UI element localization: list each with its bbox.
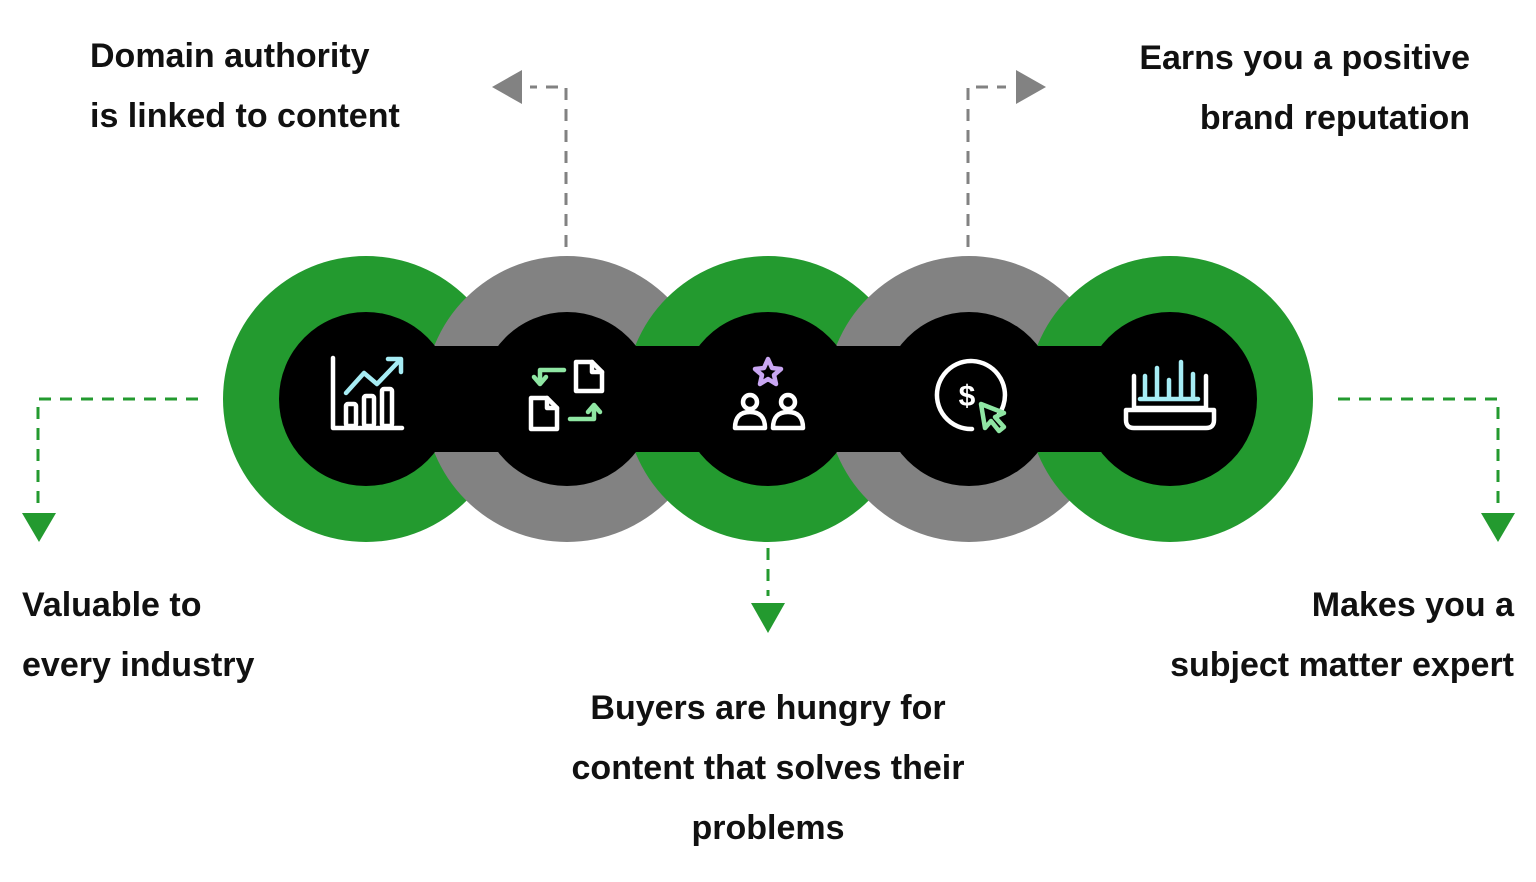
callout-line: is linked to content bbox=[90, 97, 400, 135]
callout-brand-reputation: Earns you a positive brand reputation bbox=[1139, 28, 1470, 148]
callout-line: Makes you a bbox=[1311, 586, 1514, 624]
svg-text:$: $ bbox=[959, 380, 976, 413]
dollar-cursor-icon: $ bbox=[934, 358, 1008, 434]
inner-disc-2 bbox=[480, 312, 654, 486]
callout-line: brand reputation bbox=[1199, 99, 1470, 137]
audience-star-icon bbox=[732, 356, 806, 431]
callout-buyers: Buyers are hungry for content that solve… bbox=[540, 678, 996, 858]
arrow-down-icon bbox=[1481, 513, 1515, 542]
inner-disc-3 bbox=[681, 312, 855, 486]
arrow-down-icon bbox=[751, 603, 785, 633]
callout-domain-authority: Domain authority is linked to content bbox=[90, 26, 400, 146]
connector-valuable bbox=[36, 397, 198, 505]
arrow-right-icon bbox=[1016, 70, 1046, 104]
callout-line: subject matter expert bbox=[1170, 646, 1514, 684]
callout-line: Earns you a positive bbox=[1139, 39, 1470, 77]
callout-line: problems bbox=[691, 809, 845, 847]
callout-line: Domain authority bbox=[90, 37, 370, 75]
laptop-chart-icon bbox=[1123, 359, 1217, 431]
callout-line: content that solves their bbox=[571, 749, 965, 787]
callout-valuable: Valuable to every industry bbox=[22, 575, 254, 695]
arrow-left-icon bbox=[492, 70, 522, 104]
arrow-down-icon bbox=[22, 513, 56, 542]
callout-line: every industry bbox=[22, 646, 255, 684]
callout-line: Valuable to bbox=[22, 586, 202, 624]
inner-disc-4 bbox=[882, 312, 1056, 486]
callout-expert: Makes you a subject matter expert bbox=[1170, 575, 1514, 695]
callout-line: Buyers are hungry for bbox=[590, 689, 946, 727]
connector-expert bbox=[1338, 397, 1500, 505]
connector-domain-authority bbox=[530, 85, 568, 247]
connector-brand-reputation bbox=[966, 85, 1006, 247]
growth-chart-icon bbox=[330, 355, 405, 431]
document-exchange-icon bbox=[528, 359, 605, 432]
